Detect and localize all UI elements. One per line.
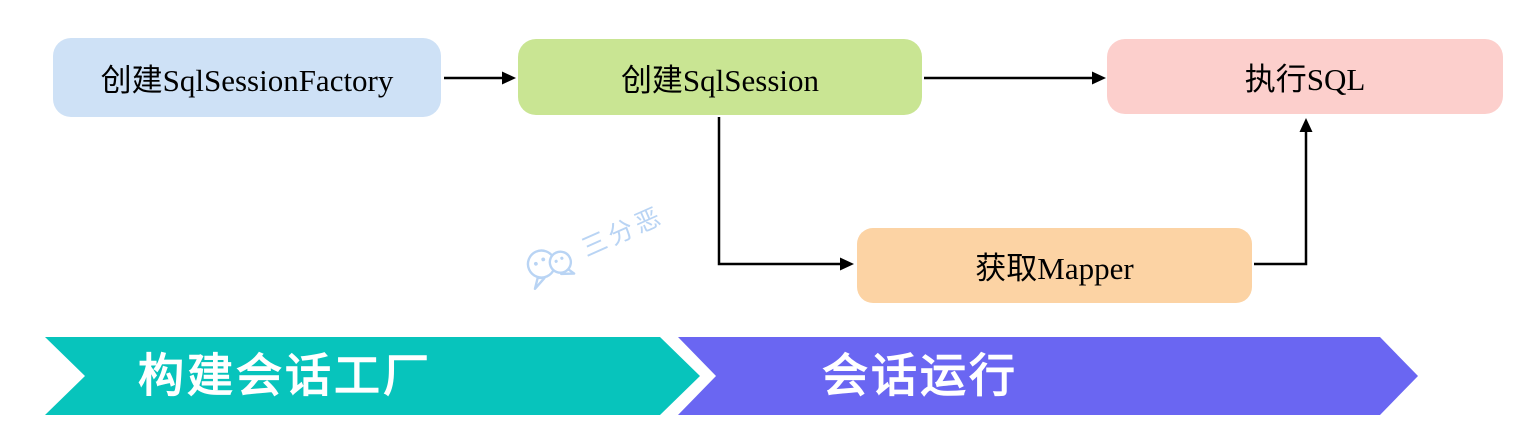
arrowhead-icon	[502, 71, 516, 85]
stage-ribbon-build-session-factory: 构建会话工厂	[45, 337, 700, 415]
connector-arrowheads	[502, 71, 1313, 271]
connector-lines	[444, 76, 1308, 266]
stage-label: 会话运行	[822, 350, 1018, 402]
node-label: 执行SQL	[1244, 62, 1366, 97]
node-label: 获取Mapper	[975, 251, 1134, 286]
edge-session-to-mapper	[717, 117, 840, 266]
node-create-sqlsession: 创建SqlSession	[518, 39, 922, 115]
arrowhead-icon	[840, 257, 854, 271]
node-create-sqlsessionfactory: 创建SqlSessionFactory	[53, 38, 441, 117]
node-label: 创建SqlSession	[620, 62, 820, 98]
stage-ribbon-session-run: 会话运行	[678, 337, 1418, 415]
arrowhead-icon	[1299, 118, 1313, 132]
wechat-icon	[526, 249, 576, 291]
watermark: 三分恶	[515, 192, 671, 294]
node-get-mapper: 获取Mapper	[857, 228, 1252, 303]
node-label: 创建SqlSessionFactory	[100, 63, 394, 98]
arrowhead-icon	[1092, 71, 1106, 85]
node-execute-sql: 执行SQL	[1107, 39, 1503, 114]
stage-label: 构建会话工厂	[138, 350, 432, 402]
edge-mapper-to-sql	[1254, 132, 1308, 266]
